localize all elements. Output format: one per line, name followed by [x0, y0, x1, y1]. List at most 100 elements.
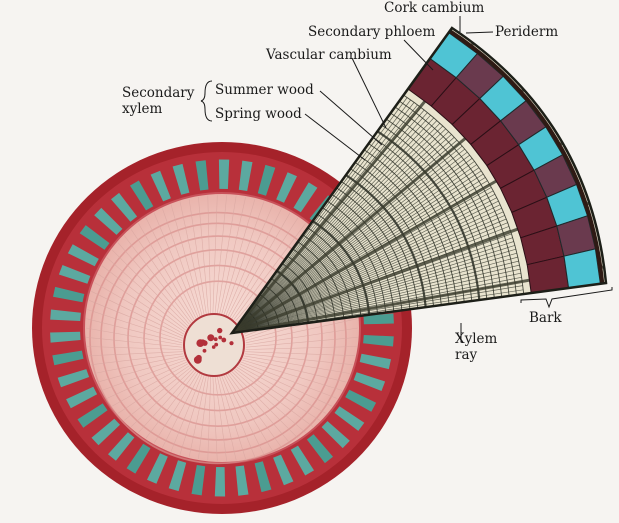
- cork-layer: [448, 29, 605, 284]
- leader-vascular-cambium: [351, 57, 387, 129]
- leader-secondary-phloem: [403, 39, 434, 71]
- phloem-block: [52, 350, 84, 366]
- disc-ray: [217, 195, 237, 314]
- disc-ray: [229, 372, 291, 444]
- phloem-block: [111, 192, 138, 222]
- disc-ray: [179, 375, 205, 455]
- label-secondary-phloem: Secondary phloem: [308, 24, 436, 40]
- cell-wall-line: [232, 161, 475, 333]
- cell-wall-line: [232, 173, 484, 333]
- disc-ray: [240, 361, 338, 399]
- cell-wall-line: [232, 268, 521, 333]
- disc-ray: [123, 235, 192, 323]
- phloem-block: [77, 403, 108, 428]
- disc-ray: [214, 195, 227, 314]
- cell-wall-line: [232, 154, 470, 333]
- disc-ray: [117, 365, 190, 414]
- disc-ray: [188, 198, 207, 315]
- disc-ray: [219, 196, 246, 314]
- cell-wall-line: [232, 241, 514, 333]
- pith-cell: [199, 339, 206, 346]
- phloem-block: [57, 369, 90, 388]
- disc-ray: [223, 201, 265, 315]
- disc-ray: [245, 351, 356, 356]
- cell-wall-line: [232, 120, 438, 333]
- cell-wall-line: [232, 204, 501, 333]
- disc-ray: [86, 318, 183, 344]
- cell-wall-line: [232, 117, 435, 333]
- cell-wall-line: [232, 207, 502, 333]
- pith-cell: [214, 342, 219, 347]
- disc-ray: [219, 376, 246, 460]
- phloem-block: [66, 386, 98, 409]
- phloem-block: [126, 443, 151, 474]
- disc-ray: [88, 300, 183, 339]
- cell-wall-line: [232, 99, 411, 333]
- phloem-block: [195, 160, 209, 191]
- disc-ray: [223, 375, 265, 455]
- disc-ray: [239, 363, 333, 407]
- disc-ray: [101, 359, 186, 391]
- phloem-block: [50, 309, 81, 321]
- disc-ray: [221, 198, 256, 315]
- phloem-block: [94, 207, 123, 235]
- phloem-block: [147, 453, 168, 484]
- cell-wall-line: [232, 134, 452, 333]
- phloem-block: [273, 454, 294, 486]
- disc-ray: [188, 375, 207, 458]
- label-bark: Bark: [529, 310, 562, 326]
- disc-ray: [245, 337, 358, 348]
- phloem-block: [168, 460, 187, 492]
- phloem-band: [50, 159, 394, 497]
- leader-lines: [200, 16, 613, 342]
- phloem-block: [67, 244, 99, 267]
- disc-ray: [130, 368, 193, 428]
- cell-wall-line: [232, 131, 449, 333]
- phloem-block: [334, 406, 365, 431]
- phloem-block: [353, 372, 386, 391]
- pith-cell: [207, 334, 215, 342]
- disc-ray: [85, 327, 183, 346]
- disc-ray: [145, 217, 197, 319]
- phloem-block: [218, 159, 230, 189]
- disc-ray: [130, 229, 193, 322]
- disc-ray: [242, 359, 343, 391]
- disc-ray: [170, 374, 203, 452]
- growth-ring: [113, 235, 323, 441]
- disc-ray: [124, 366, 192, 421]
- phloem-block: [214, 467, 226, 497]
- disc-ray: [236, 366, 320, 421]
- cell-wall-line: [232, 151, 468, 333]
- phloem-block: [53, 286, 85, 303]
- phloem-block: [238, 160, 253, 191]
- phloem-block: [276, 172, 297, 203]
- disc-ray: [87, 309, 183, 341]
- pith-cells: [193, 327, 234, 364]
- label-periderm: Periderm: [495, 24, 559, 40]
- phloem-block: [91, 418, 120, 446]
- disc-ray: [97, 357, 185, 383]
- cell-wall-line: [232, 211, 504, 333]
- cell-wall-line: [232, 128, 447, 333]
- disc-ray: [238, 365, 327, 414]
- cell-wall-line: [232, 200, 499, 333]
- disc-ray: [117, 242, 190, 325]
- disc-ray: [231, 371, 299, 439]
- disc-ray: [225, 374, 274, 452]
- disc-ray: [86, 337, 183, 348]
- pith-cell: [218, 335, 223, 340]
- phloem-block: [50, 331, 81, 343]
- leader-spring-wood: [304, 113, 366, 161]
- label-xylem-ray: Xylem ray: [455, 331, 498, 363]
- phloem-block: [191, 465, 206, 496]
- disc-ray: [244, 355, 350, 374]
- disc-ray: [97, 273, 185, 333]
- growth-ring: [89, 211, 347, 465]
- disc-ray: [227, 373, 282, 448]
- growth-ring: [100, 222, 336, 454]
- phloem-block: [254, 461, 272, 493]
- disc-ray: [233, 369, 306, 434]
- phloem-block: [359, 353, 391, 370]
